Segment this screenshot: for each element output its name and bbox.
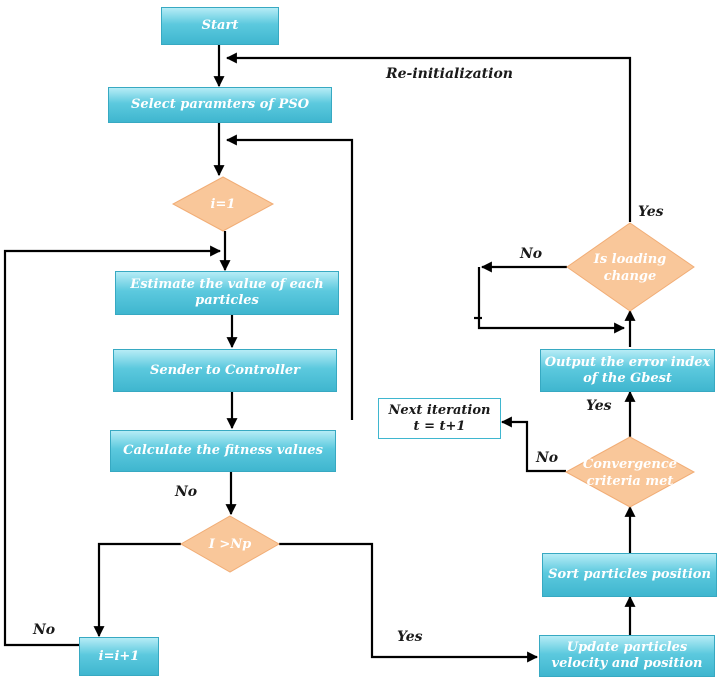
next-iteration-text: Next iteration t = t+1 bbox=[389, 403, 491, 435]
arrow-convergence-to-next bbox=[500, 416, 566, 473]
calc-fitness-text: Calculate the fitness values bbox=[123, 443, 323, 458]
next-iteration-line2: t = t+1 bbox=[413, 418, 466, 434]
estimate-line1: Estimate the value of each bbox=[130, 277, 324, 292]
sort-text: Sort particles position bbox=[548, 567, 711, 582]
arrow-loading-no-return bbox=[477, 267, 626, 334]
decision-loading: Is loading change bbox=[566, 222, 695, 312]
select-params-text: Select paramters of PSO bbox=[130, 97, 310, 112]
arrow-loading-to-reinit bbox=[225, 52, 632, 222]
output-text: Output the error index of the Gbest bbox=[545, 355, 711, 387]
update-box: Update particles velocity and position bbox=[539, 635, 715, 677]
no-loading-label: No bbox=[520, 246, 543, 262]
decision-loading-line2: change bbox=[604, 269, 657, 284]
update-line2: velocity and position bbox=[551, 656, 703, 671]
reinit-label: Re-initialization bbox=[386, 66, 513, 82]
sender-box: Sender to Controller bbox=[113, 349, 337, 392]
decision-i1-text: i=1 bbox=[211, 197, 236, 212]
decision-convergence-line2: criteria met bbox=[587, 474, 674, 489]
sender-text: Sender to Controller bbox=[149, 362, 301, 378]
increment-box: i=i+1 bbox=[79, 637, 159, 676]
update-text: Update particles velocity and position bbox=[552, 640, 703, 672]
arrow-increment-loop bbox=[3, 245, 222, 647]
sort-box: Sort particles position bbox=[542, 553, 717, 597]
no-left-label: No bbox=[33, 622, 56, 638]
calc-fitness-box: Calculate the fitness values bbox=[110, 430, 336, 472]
select-params-box: Select paramters of PSO bbox=[108, 87, 332, 123]
estimate-text: Estimate the value of each particles bbox=[130, 277, 323, 309]
arrow-next-to-select bbox=[225, 134, 354, 420]
update-line1: Update particles bbox=[566, 640, 688, 655]
decision-convergence-line1: Convergence bbox=[583, 457, 677, 472]
decision-np: I >Np bbox=[179, 515, 281, 573]
yes-convergence-label: Yes bbox=[586, 398, 612, 414]
estimate-box: Estimate the value of each particles bbox=[115, 271, 339, 315]
increment-text: i=i+1 bbox=[98, 648, 140, 664]
start-text: Start bbox=[201, 18, 239, 33]
decision-np-text: I >Np bbox=[208, 537, 251, 552]
decision-loading-line1: Is loading bbox=[593, 252, 667, 267]
next-iteration-box: Next iteration t = t+1 bbox=[378, 398, 501, 439]
next-iteration-line1: Next iteration bbox=[388, 402, 491, 418]
output-box: Output the error index of the Gbest bbox=[540, 349, 715, 392]
estimate-line2: particles bbox=[195, 293, 259, 308]
no-fitness-label: No bbox=[175, 484, 198, 500]
decision-i1: i=1 bbox=[171, 176, 275, 232]
start-box: Start bbox=[161, 7, 279, 45]
decision-convergence: Convergence criteria met bbox=[564, 436, 696, 508]
no-convergence-label: No bbox=[536, 450, 559, 466]
output-line2: of the Gbest bbox=[583, 370, 672, 386]
arrow-np-to-update bbox=[279, 542, 539, 663]
output-line1: Output the error index bbox=[544, 354, 711, 370]
yes-np-label: Yes bbox=[397, 629, 423, 645]
arrow-np-to-increment bbox=[93, 542, 181, 638]
yes-loading-label: Yes bbox=[638, 204, 664, 220]
